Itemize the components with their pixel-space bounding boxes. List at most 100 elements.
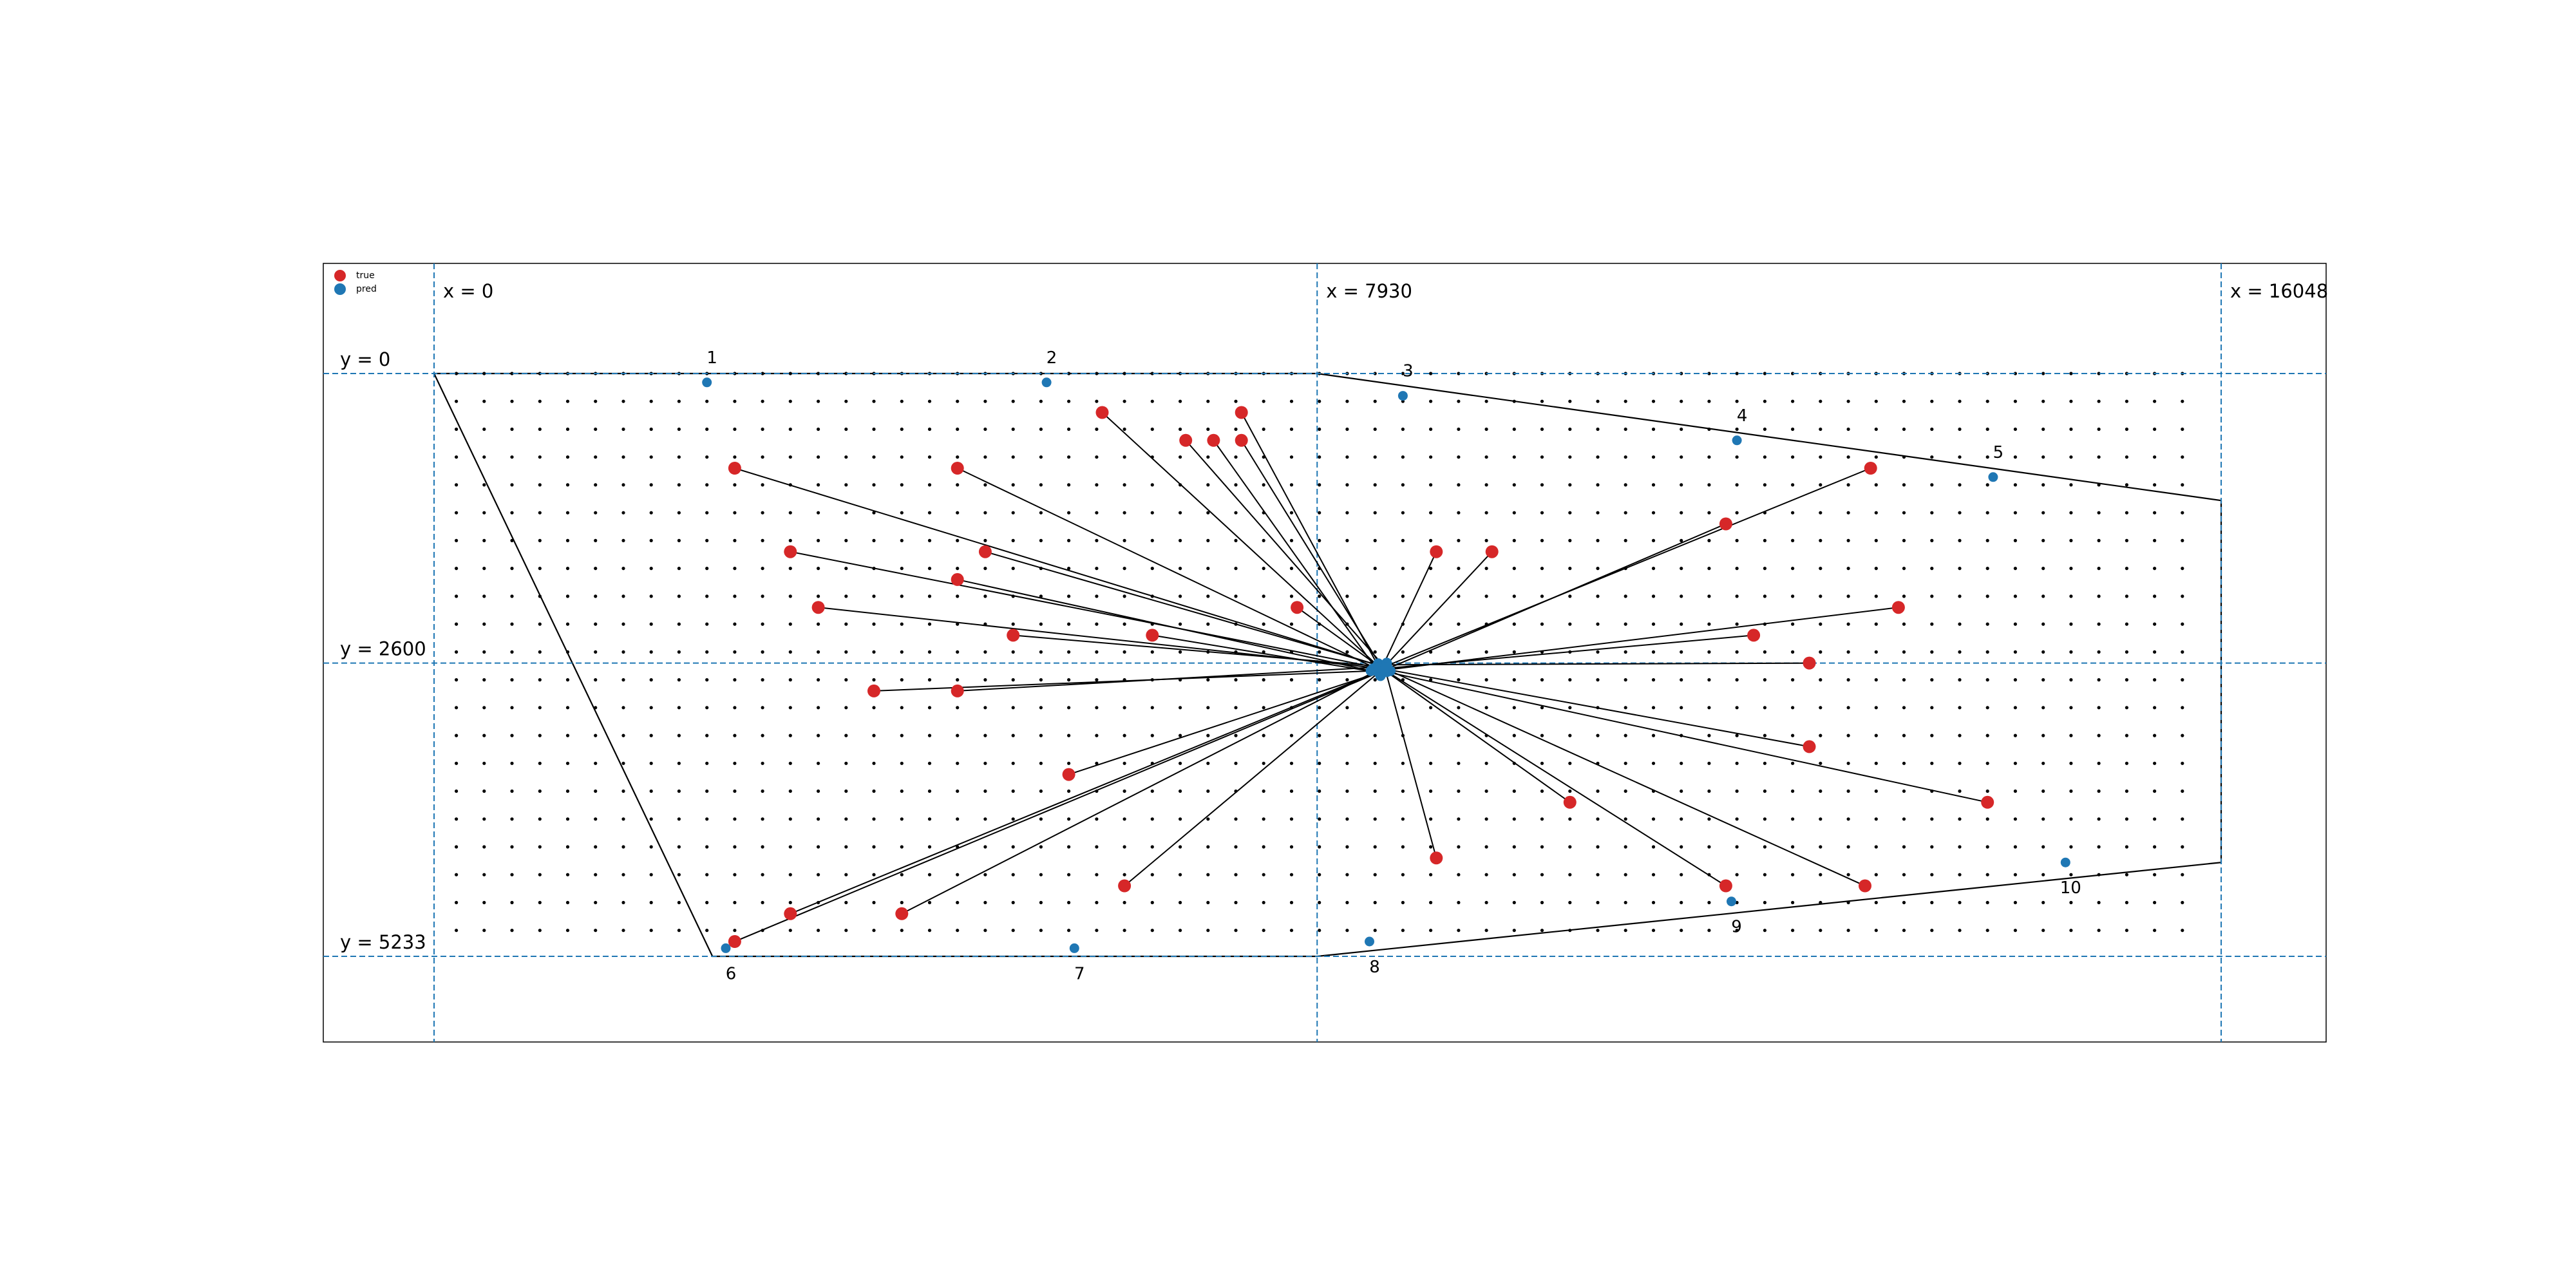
grid-dot	[565, 761, 570, 765]
grid-dot	[1095, 873, 1099, 876]
grid-dot	[2041, 789, 2045, 793]
grid-dot	[1791, 873, 1795, 876]
grid-dot	[1930, 399, 1934, 403]
grid-dot	[1179, 929, 1182, 933]
grid-dot	[1874, 845, 1878, 849]
grid-dot	[1122, 427, 1126, 431]
grid-dot	[956, 734, 960, 737]
grid-dot	[983, 900, 987, 905]
grid-dot	[1429, 789, 1433, 793]
grid-dot	[1095, 734, 1099, 737]
grid-dot	[1011, 399, 1015, 403]
grid-dot	[1735, 789, 1739, 793]
grid-dot	[2013, 873, 2017, 876]
grid-dot	[1707, 817, 1711, 821]
grid-dot	[705, 650, 709, 654]
grid-dot	[1735, 399, 1739, 403]
grid-dot	[621, 678, 625, 682]
grid-dot	[1122, 483, 1126, 487]
grid-dot	[1150, 900, 1154, 905]
grid-dot	[1902, 650, 1906, 654]
grid-dot	[900, 567, 904, 571]
grid-dot	[1429, 567, 1433, 571]
grid-dot	[844, 455, 848, 459]
grid-dot	[1624, 761, 1627, 765]
grid-dot	[1206, 734, 1210, 737]
grid-dot	[1039, 761, 1043, 765]
grid-dot	[1540, 567, 1544, 571]
pred-point	[1727, 896, 1736, 907]
grid-dot	[649, 734, 653, 737]
grid-dot	[1262, 538, 1265, 543]
grid-dot	[1457, 399, 1461, 403]
true-point	[1859, 879, 1871, 893]
grid-dot	[510, 483, 514, 487]
grid-dot	[2069, 511, 2073, 515]
grid-dot	[2041, 929, 2045, 933]
grid-dot	[2069, 594, 2073, 598]
grid-dot	[1958, 399, 1962, 403]
grid-dot	[649, 511, 653, 515]
grid-dot	[844, 761, 848, 765]
grid-dot	[1484, 427, 1488, 431]
grid-dot	[817, 483, 820, 487]
grid-dot	[761, 399, 764, 403]
pred-point	[1732, 435, 1742, 446]
grid-dot	[1791, 845, 1795, 849]
grid-dot	[983, 734, 987, 737]
grid-dot	[1067, 761, 1071, 765]
grid-dot	[1067, 567, 1071, 571]
grid-dot	[1095, 483, 1099, 487]
grid-dot	[2013, 455, 2017, 459]
grid-dot	[621, 900, 625, 905]
grid-dot	[455, 399, 459, 403]
grid-dot	[510, 817, 514, 821]
grid-dot	[1262, 817, 1265, 821]
grid-dot	[1150, 399, 1154, 403]
grid-dot	[1373, 372, 1377, 375]
grid-dot	[1596, 817, 1600, 821]
grid-dot	[1819, 845, 1823, 849]
grid-dot	[956, 567, 960, 571]
grid-dot	[482, 789, 486, 793]
grid-dot	[1985, 900, 1989, 905]
grid-dot	[705, 678, 709, 682]
grid-dot	[1095, 678, 1099, 682]
grid-dot	[1345, 594, 1349, 598]
grid-dot	[1624, 594, 1627, 598]
grid-dot	[2041, 594, 2045, 598]
grid-dot	[482, 678, 486, 682]
grid-dot	[1512, 929, 1516, 933]
grid-dot	[1707, 650, 1711, 654]
grid-dot	[761, 817, 764, 821]
grid-dot	[1680, 511, 1683, 515]
grid-dot	[1985, 789, 1989, 793]
grid-dot	[1234, 538, 1238, 543]
grid-dot	[2125, 734, 2128, 737]
grid-dot	[1568, 594, 1572, 598]
grid-dot	[1902, 538, 1906, 543]
grid-dot	[1318, 734, 1321, 737]
grid-dot	[1680, 622, 1683, 626]
grid-dot	[455, 789, 459, 793]
pred-point-label: 8	[1369, 958, 1380, 977]
grid-dot	[594, 511, 598, 515]
grid-dot	[1763, 538, 1766, 543]
grid-dot	[1791, 427, 1795, 431]
grid-dot	[1791, 567, 1795, 571]
grid-dot	[1791, 622, 1795, 626]
grid-dot	[983, 678, 987, 682]
grid-dot	[1846, 455, 1850, 459]
grid-dot	[1234, 817, 1238, 821]
grid-dot	[1568, 761, 1572, 765]
grid-dot	[2013, 900, 2017, 905]
grid-dot	[2097, 789, 2101, 793]
grid-dot	[1011, 873, 1015, 876]
grid-dot	[1095, 929, 1099, 933]
grid-dot	[2153, 567, 2157, 571]
grid-dot	[1039, 678, 1043, 682]
grid-dot	[1846, 650, 1850, 654]
grid-dot	[594, 929, 598, 933]
grid-dot	[1373, 594, 1377, 598]
grid-dot	[2097, 650, 2101, 654]
